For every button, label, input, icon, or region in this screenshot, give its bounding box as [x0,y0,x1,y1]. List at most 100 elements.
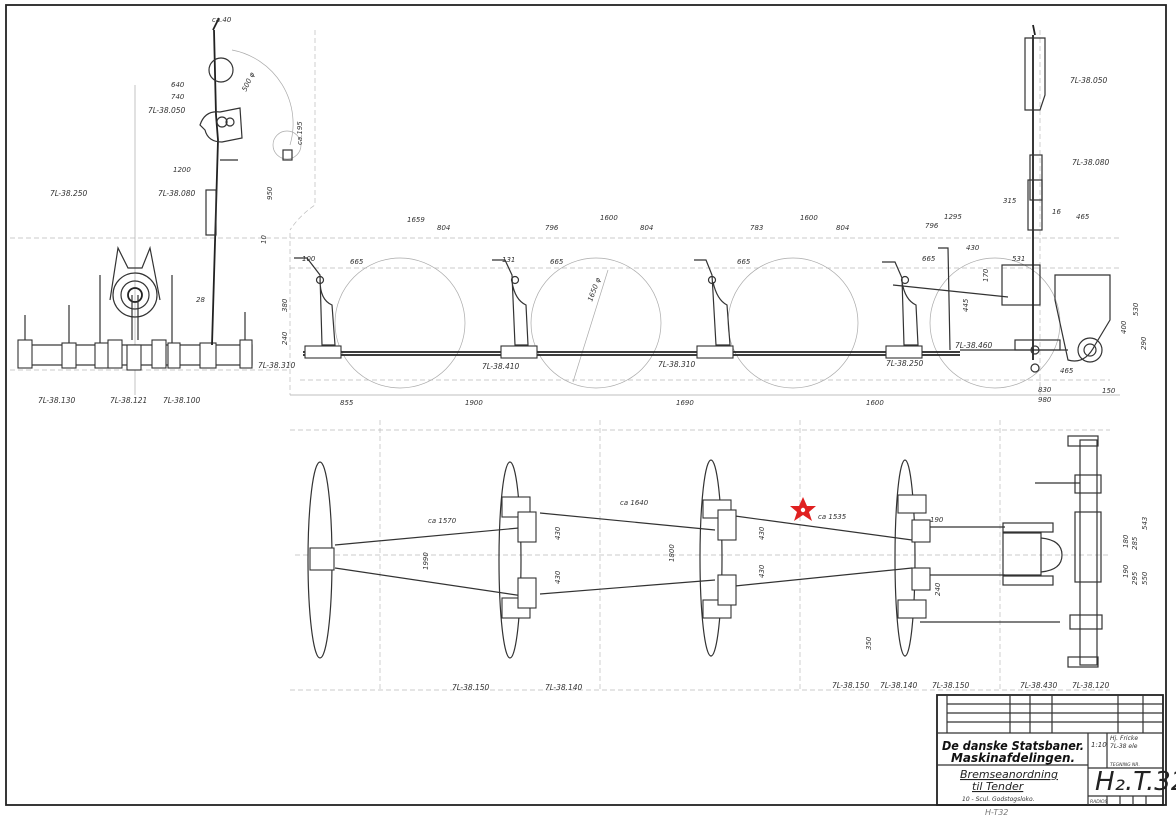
dimension: 430 [758,526,766,540]
plan-view-dimensions: ca 1570 ca 1640 ca 1535 1990 1800 430 43… [422,499,1149,650]
dimension: 240 [934,582,942,596]
revision-label: RADIOS [1090,799,1108,805]
dimension: 430 [554,526,562,540]
dimension: 350 [865,636,873,650]
dimension: 465 [1060,367,1074,375]
part-label: 7L-38.120 [1072,681,1110,690]
dimension: 950 [266,186,274,200]
part-label: 7L-38.150 [932,681,970,690]
dimension: 1600 [600,214,618,222]
scale: 1:10 [1091,741,1107,749]
dimension: 550 [1141,571,1149,585]
dimension: 804 [640,224,653,232]
dimension: 1800 [668,544,676,562]
dimension: 804 [836,224,849,232]
plan-view [290,420,1110,691]
part-label: 7L-38.100 [163,396,201,405]
wheel-1 [334,257,466,389]
part-label: 7L-38.460 [955,341,993,350]
dimension: 804 [437,224,450,232]
drawing-subtitle: 10 - Scul. Godstogsloko. [962,796,1035,803]
signature: 7L-38 ele [1110,743,1138,750]
dimension: 1990 [422,552,430,570]
dimension: 783 [750,224,763,232]
dimension: 796 [925,222,939,230]
dimension: 640 [171,81,185,89]
dimension: 1295 [944,213,962,221]
axle-4 [894,459,916,657]
dimension: 1200 [173,166,191,174]
part-label: 7L-38.250 [50,189,88,198]
dimension: 530 [1132,302,1140,316]
dimension: 285 [1131,536,1139,550]
drawing-subject-2: til Tender [972,780,1025,793]
dimension: 430 [966,244,980,252]
dimension: 295 [1131,571,1139,585]
dimension: 740 [171,93,185,101]
dimension: 665 [922,255,936,263]
dimension: 380 [281,298,289,312]
dimension: ca 1570 [428,517,457,525]
part-label: 7L-38.310 [658,360,696,369]
side-view-part-labels: 7L-38.310 7L-38.410 7L-38.310 7L-38.250 … [258,76,1110,371]
dimension: 500 φ [241,71,257,93]
dimension: 240 [281,331,289,345]
drawing-subject: Bremseanordning [960,768,1058,781]
footnote: H-T32 [985,808,1008,817]
brake-cylinder [1002,532,1042,576]
dimension: 1690 [676,399,694,407]
dimension: 980 [1038,396,1052,404]
dimension: 430 [554,570,562,584]
front-view [10,17,316,395]
drawing-number-label: TEGNING NR. [1110,762,1140,768]
dimension: ca 1535 [818,513,847,521]
front-view-part-labels: 7L-38.250 7L-38.080 7L-38.050 7L-38.130 … [38,106,201,405]
dimension: 796 [545,224,559,232]
signature: Hj. Fricke [1110,735,1138,742]
dimension: 16 [1052,208,1061,216]
dimension: 400 [1120,320,1128,334]
dimension: 465 [1076,213,1090,221]
part-label: 7L-38.410 [482,362,520,371]
dimension: 315 [1003,197,1017,205]
dimension: 131 [502,256,515,264]
wheel-3 [727,257,859,389]
part-label: 7L-38.121 [110,396,147,405]
part-label: 7L-38.150 [452,683,490,692]
dimension: 190 [1122,564,1130,578]
part-label: 7L-38.250 [886,359,924,368]
dimension: ca.40 [212,16,232,24]
drawing-number: H₂.T.32. [1095,767,1176,797]
part-label: 7L-38.080 [158,189,196,198]
part-label: 7L-38.150 [832,681,870,690]
part-label: 7L-38.310 [258,361,296,370]
dimension: 170 [982,268,990,282]
axle-2 [498,461,522,659]
part-label: 7L-38.130 [38,396,76,405]
drawing-frame [5,4,1167,806]
part-label: 7L-38.140 [880,681,918,690]
dimension: 10 [260,235,268,244]
dimension: 665 [737,258,751,266]
dimension: 1600 [800,214,818,222]
dimension: 290 [1140,336,1148,350]
dimension: 430 [758,564,766,578]
side-view [289,24,1120,396]
dimension: 1600 [866,399,884,407]
department-name: Maskinafdelingen. [951,751,1075,765]
dimension: 180 [1122,534,1130,548]
dimension: 531 [1012,255,1025,263]
dimension: 445 [962,298,970,312]
company-name: De danske Statsbaner. [942,739,1084,753]
dimension: ca 1640 [620,499,649,507]
dimension: 1650 φ [586,276,602,302]
dimension: 830 [1038,386,1052,394]
part-label: 7L-38.050 [148,106,186,115]
part-label: 7L-38.080 [1072,158,1110,167]
dimension: 1659 [407,216,425,224]
dimension: 543 [1141,517,1149,530]
title-block: De danske Statsbaner. Maskinafdelingen. … [936,694,1176,817]
dimension: 28 [196,296,205,304]
wheel-2 [530,257,662,389]
